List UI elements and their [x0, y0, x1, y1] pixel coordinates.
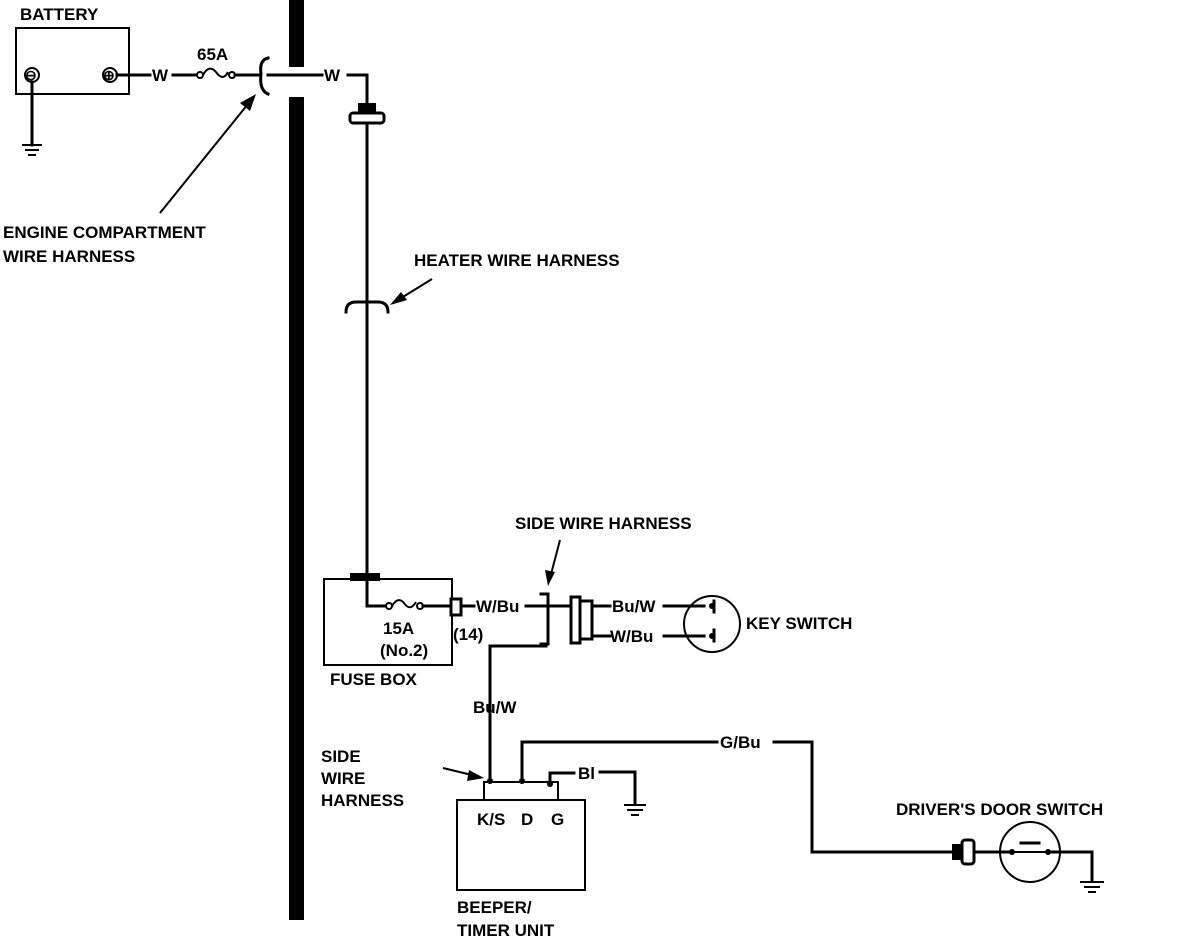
fuse-box-label: FUSE BOX — [330, 670, 418, 689]
terminal-g-label: G — [551, 810, 564, 829]
engine-harness-connector-icon — [259, 56, 270, 96]
main-fuse-icon — [196, 67, 236, 79]
fuse-rating-label: 15A — [383, 619, 414, 638]
beeper-ground-icon — [624, 804, 646, 816]
wire-label-key-bottom: W/Bu — [610, 627, 653, 646]
side-harness-label-line1: SIDE — [321, 747, 361, 766]
battery-label: BATTERY — [20, 5, 99, 24]
wire-ground — [548, 771, 576, 786]
fuse-number-label: (No.2) — [380, 641, 428, 660]
wire-label-fuse-out: W/Bu — [476, 597, 519, 616]
heater-connector-icon — [348, 103, 386, 125]
side-harness-label-line3: HARNESS — [321, 791, 404, 810]
heater-harness-label: HEATER WIRE HARNESS — [414, 251, 620, 270]
wire-fuse-box-internal — [365, 579, 387, 608]
fuse-box: 15A (No.2) — [323, 573, 453, 666]
terminal-ks-label: K/S — [477, 810, 505, 829]
connector-number-label: (14) — [453, 625, 483, 644]
side-harness-lower-arrow-icon — [442, 767, 484, 781]
engine-harness-arrow-icon — [159, 94, 256, 214]
battery-box — [15, 27, 130, 95]
wire-door-ground — [1049, 850, 1094, 882]
door-switch-label: DRIVER'S DOOR SWITCH — [896, 800, 1103, 819]
beeper-label-line1: BEEPER/ — [457, 898, 532, 917]
side-harness-arrow-icon — [545, 539, 561, 586]
wire-ground-b — [598, 770, 637, 805]
beeper-timer-unit: K/S D G — [456, 778, 586, 891]
fuse-box-outline — [323, 578, 453, 666]
side-harness-top-label: SIDE WIRE HARNESS — [515, 514, 692, 533]
engine-harness-label-line1: ENGINE COMPARTMENT — [3, 223, 206, 242]
beeper-box — [456, 799, 586, 891]
wire-label-ground: Bl — [578, 764, 595, 783]
heater-harness-arrow-icon — [390, 278, 433, 305]
battery-ground-icon — [22, 80, 42, 156]
heater-harness-bracket-icon — [344, 300, 390, 314]
firewall-bar — [289, 0, 304, 920]
wire-label-battery-out: W — [152, 66, 169, 85]
key-switch-connector-icon — [569, 595, 594, 645]
battery-negative-label: ⊖ — [25, 67, 37, 83]
fuse-15a-icon — [385, 599, 424, 610]
door-switch-connector-icon — [952, 838, 976, 866]
wire-label-door: G/Bu — [720, 733, 761, 752]
engine-harness-label-line2: WIRE HARNESS — [3, 247, 135, 266]
beeper-connector-icon — [483, 781, 559, 801]
wire-door-a — [520, 740, 719, 782]
side-harness-bracket-icon — [539, 592, 550, 646]
wire-beeper-feed — [488, 644, 548, 782]
door-ground-icon — [1080, 881, 1104, 893]
firewall-gap — [285, 67, 309, 97]
wire-door-b — [772, 740, 954, 854]
key-switch-label: KEY SWITCH — [746, 614, 852, 633]
beeper-label-line2: TIMER UNIT — [457, 921, 555, 940]
wire-label-beeper-feed: Bu/W — [473, 698, 517, 717]
wire-label-key-top: Bu/W — [612, 597, 656, 616]
wire-to-heater-harness — [346, 73, 369, 107]
key-switch-icon — [683, 595, 741, 653]
main-fuse-label: 65A — [197, 45, 228, 64]
battery-positive-label: ⊕ — [103, 67, 115, 83]
wire-label-harness-out: W — [324, 66, 341, 85]
side-harness-label-line2: WIRE — [321, 769, 365, 788]
terminal-d-label: D — [521, 810, 533, 829]
fuse-box-top-connector-icon — [350, 573, 380, 581]
